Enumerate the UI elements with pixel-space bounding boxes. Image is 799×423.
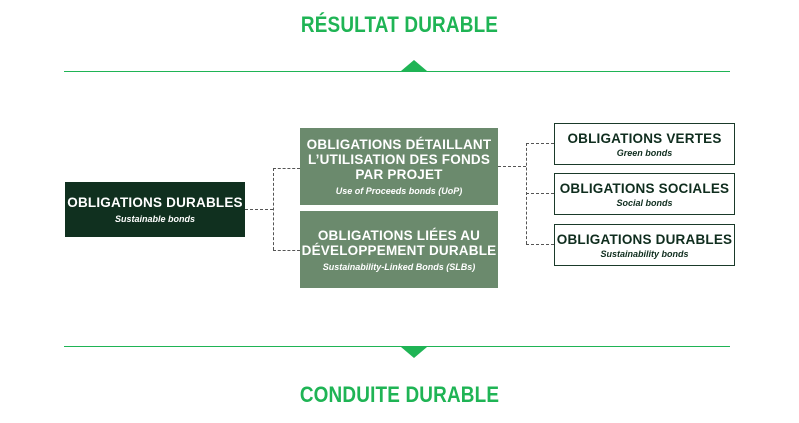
type-node-title: OBLIGATIONS DURABLES bbox=[556, 231, 733, 247]
type-node-green: OBLIGATIONS VERTES Green bonds bbox=[554, 123, 735, 165]
bottom-divider-arrow bbox=[401, 347, 427, 358]
bottom-divider bbox=[64, 346, 730, 347]
top-divider-arrow bbox=[401, 60, 427, 71]
connector-to-uop bbox=[273, 168, 300, 169]
root-node-title: OBLIGATIONS DURABLES bbox=[67, 195, 243, 210]
root-node-subtitle: Sustainable bonds bbox=[114, 214, 195, 224]
category-node-title: OBLIGATIONS DÉTAILLANT L’UTILISATION DES… bbox=[306, 137, 492, 182]
category-node-subtitle: Sustainability-Linked Bonds (SLBs) bbox=[322, 261, 476, 272]
type-node-subtitle: Social bonds bbox=[616, 197, 673, 208]
connector-root-vertical bbox=[273, 168, 274, 250]
type-node-sustainability: OBLIGATIONS DURABLES Sustainability bond… bbox=[554, 224, 735, 266]
bottom-heading: CONDUITE DURABLE bbox=[299, 382, 500, 407]
connector-uop-horizontal bbox=[498, 166, 526, 167]
top-heading: RÉSULTAT DURABLE bbox=[300, 12, 499, 37]
category-node-subtitle: Use of Proceeds bonds (UoP) bbox=[335, 186, 463, 196]
type-node-title: OBLIGATIONS SOCIALES bbox=[559, 180, 730, 196]
connector-to-slb bbox=[273, 250, 300, 251]
connector-root-horizontal bbox=[245, 209, 273, 210]
category-node-slb: OBLIGATIONS LIÉES AU DÉVELOPPEMENT DURAB… bbox=[300, 211, 498, 288]
category-node-uop: OBLIGATIONS DÉTAILLANT L’UTILISATION DES… bbox=[300, 128, 498, 205]
type-node-social: OBLIGATIONS SOCIALES Social bonds bbox=[554, 173, 735, 215]
type-node-title: OBLIGATIONS VERTES bbox=[567, 130, 722, 146]
category-node-title: OBLIGATIONS LIÉES AU DÉVELOPPEMENT DURAB… bbox=[301, 227, 497, 258]
connector-to-green bbox=[526, 143, 554, 144]
connector-to-sustainability bbox=[526, 244, 554, 245]
type-node-subtitle: Green bonds bbox=[616, 147, 673, 158]
root-node-sustainable-bonds: OBLIGATIONS DURABLES Sustainable bonds bbox=[65, 182, 245, 237]
type-node-subtitle: Sustainability bonds bbox=[600, 248, 689, 259]
connector-to-social bbox=[526, 193, 554, 194]
top-divider bbox=[64, 71, 730, 72]
